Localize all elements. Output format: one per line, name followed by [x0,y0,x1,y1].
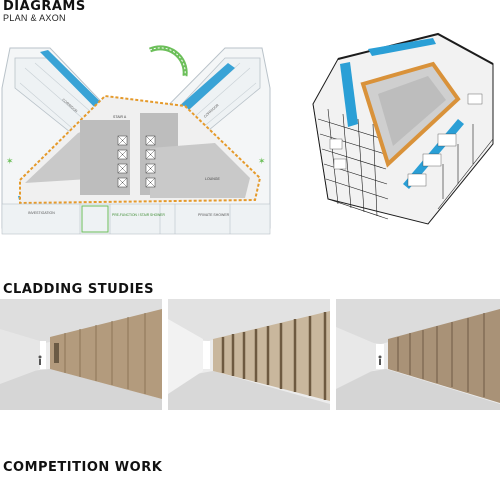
axon-glass-top [368,38,436,56]
plan-stair [148,45,188,77]
plan-label-lounge: LOUNGE [205,177,220,181]
cladding-study-2 [168,299,330,410]
section-title-cladding-studies: CLADDING STUDIES [3,282,155,297]
cladding-panels-3 [388,309,500,403]
plan-label-core: STAIR A [113,115,127,119]
floor-plan-diagram: ✶ ✶ CORRIDOR CORRIDOR STAIR A LOUNGE INV… [1,45,271,235]
plan-label-private: PRIVATE SHOWER [198,213,230,217]
plan-floor-right [150,143,250,198]
axonometric-diagram [312,32,494,225]
plan-label-pre-function: PRE-FUNCTION / STAIR SHOWER [112,213,165,217]
svg-text:✶: ✶ [258,156,266,166]
plan-lower-rooms [1,203,271,235]
cladding-wood-panel [50,309,162,399]
section-title-diagrams: DIAGRAMS [3,0,86,14]
section-title-competition-work: COMPETITION WORK [3,460,163,475]
section-subtitle-plan-axon: PLAN & AXON [3,13,66,23]
cladding-study-1 [0,299,162,410]
svg-text:✶: ✶ [6,156,14,166]
plan-label-investigation: INVESTIGATION [28,211,55,215]
axon-glass-left [340,62,358,127]
cladding-study-3 [336,299,500,410]
cladding-fins-panel [213,311,330,401]
